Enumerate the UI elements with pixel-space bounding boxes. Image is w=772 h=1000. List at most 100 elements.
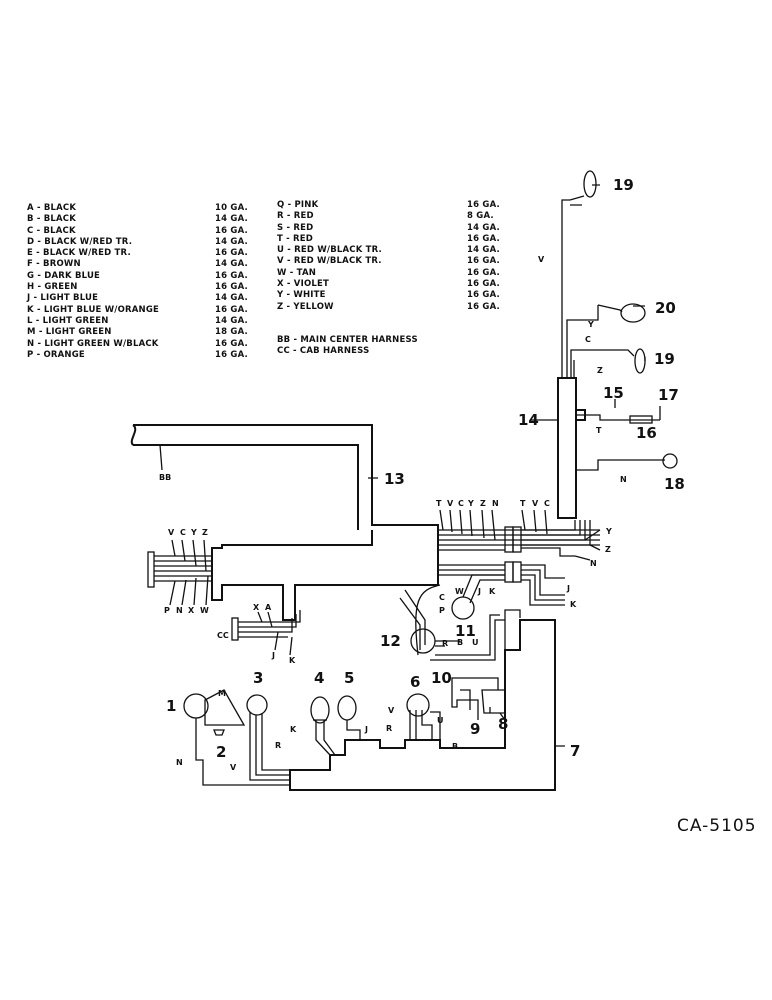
label-k-4: K — [290, 725, 297, 734]
legend-code: W - TAN — [277, 267, 317, 278]
legend-gauge: 8 GA. — [467, 211, 494, 222]
legend-code: S - RED — [277, 222, 314, 233]
label-z-right: Z — [605, 545, 611, 554]
callout-18: 18 — [664, 475, 685, 493]
label-v-right: V — [532, 499, 539, 508]
label-t-right: T — [520, 499, 526, 508]
label-z-14: Z — [597, 366, 603, 375]
legend-harness-item: BB - MAIN CENTER HARNESS — [277, 335, 418, 345]
callout-6: 6 — [410, 673, 420, 691]
label-bb: BB — [159, 473, 171, 482]
legend-code: T - RED — [277, 233, 314, 244]
legend-gauges-right: 16 GA. 8 GA. 14 GA. 16 GA. 14 GA. 16 GA.… — [467, 200, 500, 313]
label-u-6: U — [437, 716, 444, 725]
label-c: C — [180, 528, 186, 537]
legend-code: E - BLACK W/RED TR. — [27, 248, 131, 259]
label-p: P — [164, 606, 170, 615]
legend-code: X - VIOLET — [277, 279, 329, 290]
label-n-top: N — [492, 499, 499, 508]
label-n-right: N — [590, 559, 597, 568]
label-n: N — [176, 606, 183, 615]
cab-connector — [231, 617, 239, 641]
diagram-id: CA-5105 — [677, 816, 757, 836]
callout-3: 3 — [253, 669, 263, 687]
label-a-cab: A — [265, 603, 272, 612]
legend-gauge: 16 GA. — [467, 301, 500, 312]
label-j-right: J — [566, 584, 570, 593]
legend-code: G - DARK BLUE — [27, 270, 101, 281]
label-cc: CC — [217, 631, 229, 640]
legend-code: Q - PINK — [277, 200, 319, 210]
right-harness-14 — [557, 170, 678, 519]
legend-gauge: 16 GA. — [467, 256, 500, 267]
legend-gauge: 16 GA. — [215, 349, 248, 360]
legend-gauge: 16 GA. — [215, 248, 248, 259]
callout-2: 2 — [216, 743, 226, 761]
legend-gauges-left: 10 GA. 14 GA. 16 GA. 14 GA. 16 GA. 14 GA… — [215, 203, 248, 361]
label-v-6: V — [388, 706, 395, 715]
component-3 — [246, 694, 268, 716]
legend-gauge: 14 GA. — [215, 214, 248, 225]
legend-gauge: 16 GA. — [467, 233, 500, 244]
callout-1: 1 — [166, 697, 176, 715]
legend-code: P - ORANGE — [27, 349, 85, 360]
lamp-20 — [620, 303, 646, 323]
legend-code: R - RED — [277, 211, 314, 222]
connector-lower — [504, 561, 514, 583]
component-12 — [410, 628, 436, 654]
component-5 — [337, 695, 357, 721]
label-k-cab: K — [289, 656, 296, 665]
legend-code: V - RED W/BLACK TR. — [277, 256, 382, 267]
callout-8: 8 — [498, 715, 508, 733]
label-r-6: R — [386, 724, 392, 733]
callout-10: 10 — [431, 669, 452, 687]
label-b-6: B — [452, 742, 458, 751]
label-n-14: N — [620, 475, 627, 484]
legend-gauge: 14 GA. — [215, 293, 248, 304]
legend-code: Y - WHITE — [277, 290, 326, 301]
label-v-3: V — [230, 763, 237, 772]
callout-12: 12 — [380, 632, 401, 650]
harness-wire-bundle — [438, 509, 601, 606]
legend-wire-codes-right: Q - PINK R - RED S - RED T - RED U - RED… — [277, 200, 382, 313]
legend-code: K - LIGHT BLUE W/ORANGE — [27, 304, 160, 315]
legend-wire-codes-left: A - BLACK B - BLACK C - BLACK D - BLACK … — [27, 203, 159, 361]
label-y-right: Y — [605, 527, 612, 536]
label-w-11: W — [455, 587, 464, 596]
label-x: X — [188, 606, 195, 615]
label-y-14: Y — [587, 320, 594, 329]
label-u-12: U — [472, 638, 479, 647]
main-center-harness — [130, 424, 439, 621]
legend-code: J - LIGHT BLUE — [27, 293, 99, 304]
label-r-3: R — [275, 741, 281, 750]
label-x-cab: X — [253, 603, 260, 612]
callout-7: 7 — [570, 742, 580, 760]
legend-code: A - BLACK — [27, 203, 77, 213]
label-c-right: C — [544, 499, 550, 508]
label-y-top: Y — [467, 499, 474, 508]
callout-5: 5 — [344, 669, 354, 687]
legend-code: B - BLACK — [27, 214, 77, 225]
bb-leader-line — [159, 444, 163, 471]
label-y: Y — [190, 528, 197, 537]
legend-code: F - BROWN — [27, 259, 81, 270]
legend-gauge: 16 GA. — [467, 279, 500, 290]
legend-gauge: 14 GA. — [467, 245, 500, 256]
callout-4: 4 — [314, 669, 324, 687]
component-18 — [662, 453, 678, 469]
legend-harness-codes: BB - MAIN CENTER HARNESS CC - CAB HARNES… — [277, 335, 418, 358]
component-6 — [406, 693, 430, 717]
callout-15: 15 — [603, 384, 624, 402]
legend-code: H - GREEN — [27, 282, 78, 293]
callout-20: 20 — [655, 299, 676, 317]
legend-gauge: 16 GA. — [215, 225, 248, 236]
legend-gauge: 18 GA. — [215, 327, 248, 338]
label-j-5: J — [364, 725, 368, 734]
label-t-14: T — [596, 426, 602, 435]
legend-gauge: 14 GA. — [215, 236, 248, 247]
label-w: W — [200, 606, 209, 615]
legend-gauge: 16 GA. — [215, 270, 248, 281]
label-c-top: C — [458, 499, 464, 508]
legend-code: N - LIGHT GREEN W/BLACK — [27, 338, 159, 349]
